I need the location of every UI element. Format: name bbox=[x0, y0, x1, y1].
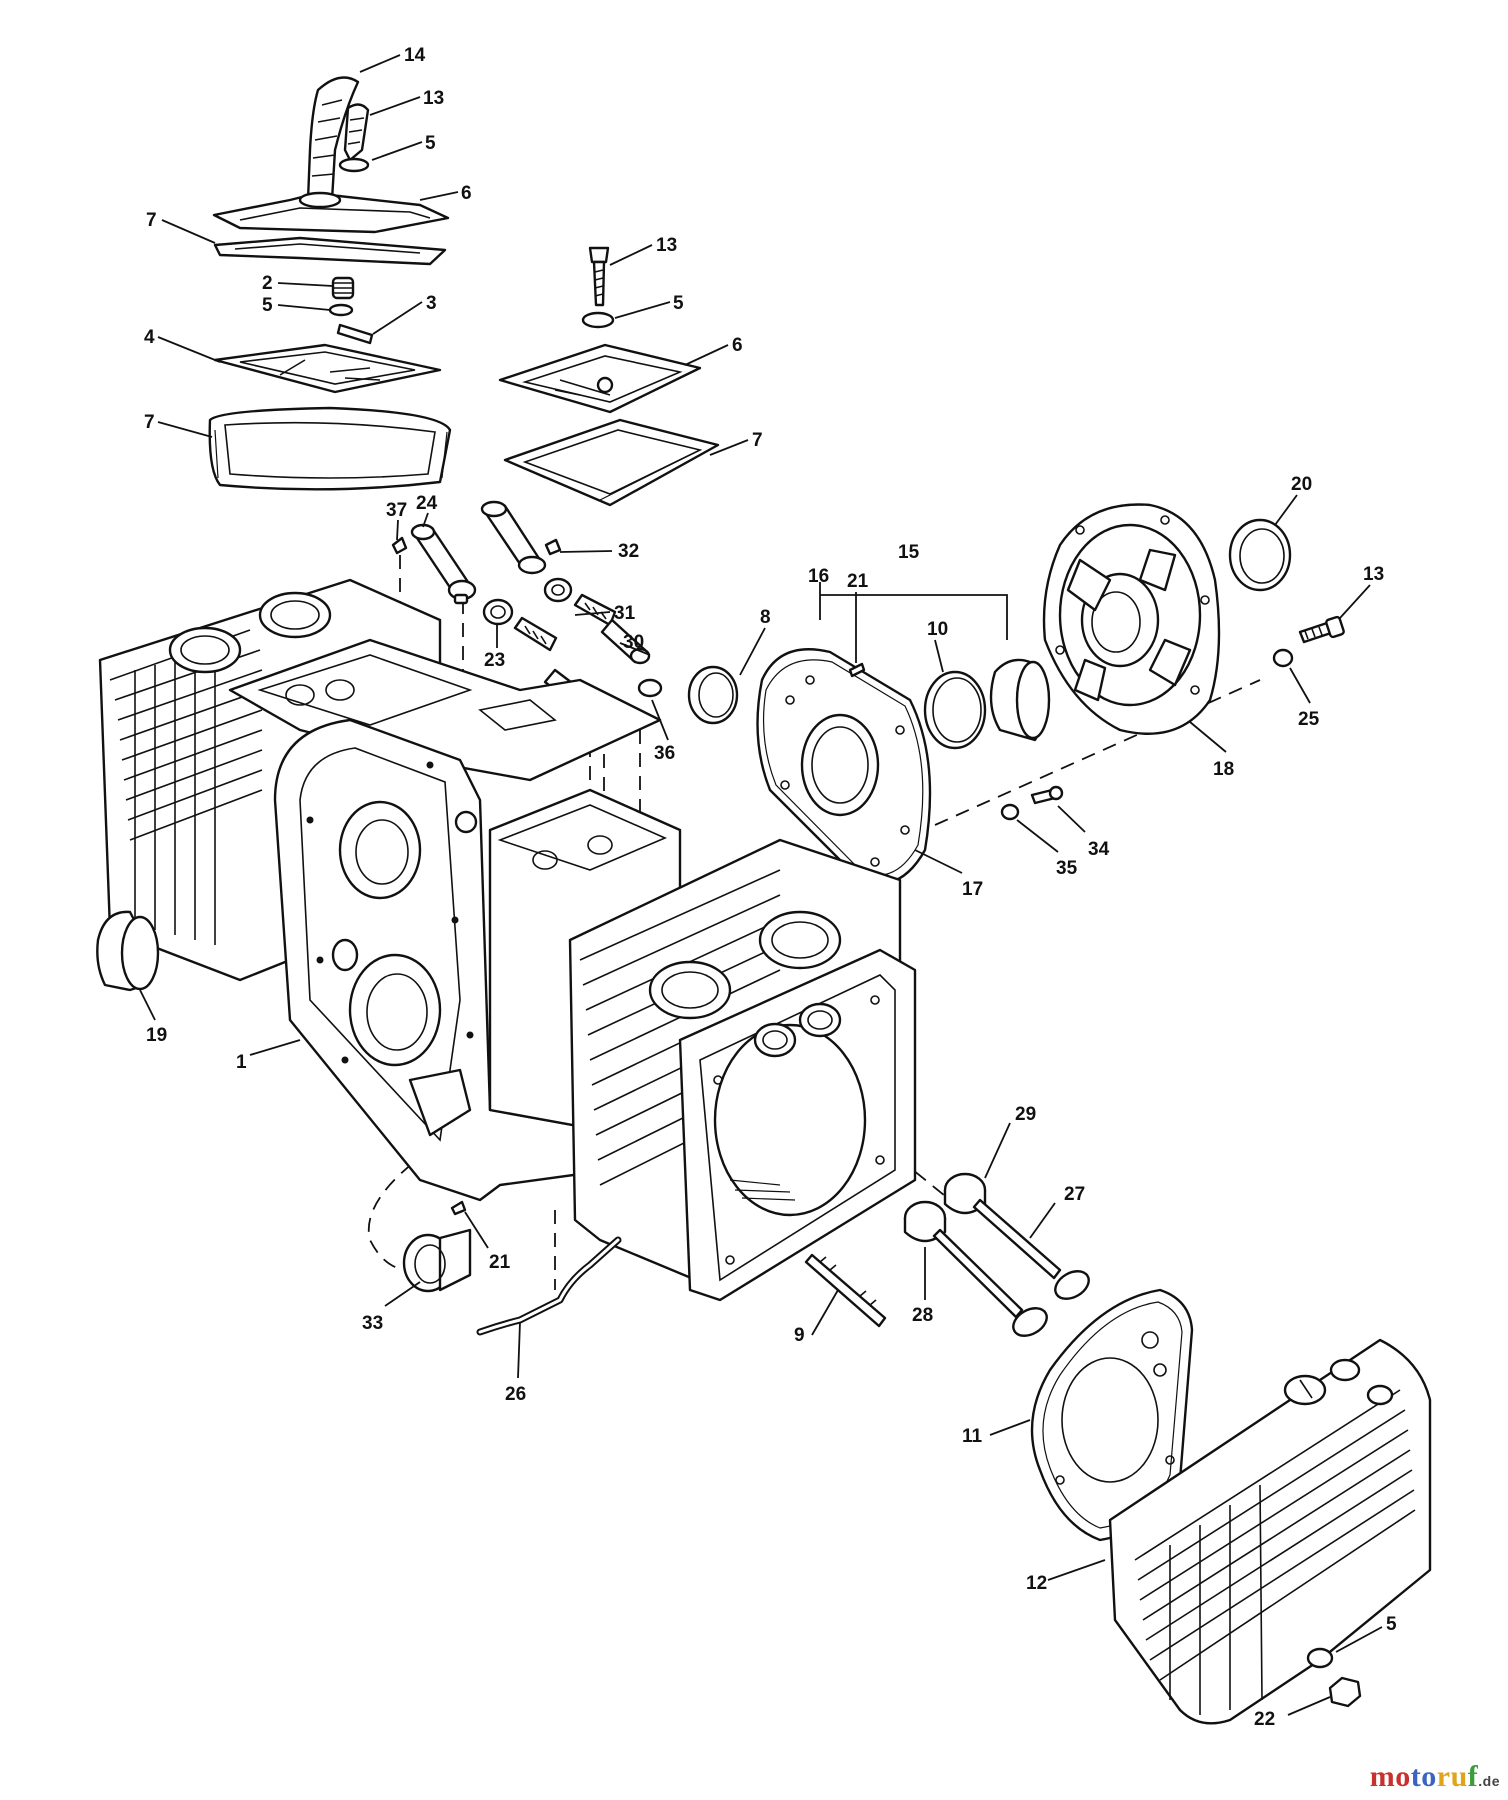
callout-6: 6 bbox=[461, 183, 472, 204]
breather-baffle-4 bbox=[213, 343, 442, 394]
nut-22 bbox=[1328, 1676, 1362, 1708]
callout-5: 5 bbox=[262, 295, 273, 316]
callout-13: 13 bbox=[656, 235, 677, 256]
callout-7: 7 bbox=[144, 412, 155, 433]
breather-valve-3 bbox=[336, 323, 374, 345]
callout-18: 18 bbox=[1213, 759, 1234, 780]
pin-21-bottom bbox=[450, 1200, 467, 1216]
callout-5: 5 bbox=[1386, 1614, 1397, 1635]
callout-25: 25 bbox=[1298, 709, 1320, 730]
callout-10: 10 bbox=[927, 619, 948, 640]
callout-36: 36 bbox=[654, 743, 675, 764]
callout-24: 24 bbox=[416, 493, 438, 514]
callout-22: 22 bbox=[1254, 1709, 1275, 1730]
valve-cover-6 bbox=[498, 343, 702, 414]
callout-3: 3 bbox=[426, 293, 437, 314]
callout-8: 8 bbox=[760, 607, 771, 628]
pin-21-top bbox=[848, 662, 866, 678]
breather-gasket bbox=[213, 236, 447, 266]
bolt-13-right bbox=[1298, 615, 1345, 644]
washer-5-bottom bbox=[1306, 1647, 1334, 1669]
leader-lines bbox=[139, 54, 1383, 1716]
callout-labels: 14 13 5 6 7 2 5 3 4 7 13 5 6 7 37 24 32 … bbox=[144, 45, 1397, 1730]
callout-26: 26 bbox=[505, 1384, 526, 1405]
callout-33: 33 bbox=[362, 1313, 383, 1334]
oil-tube-26 bbox=[476, 1236, 622, 1336]
valve-guide-31 bbox=[543, 577, 617, 627]
screw-34 bbox=[1030, 785, 1064, 805]
callout-5: 5 bbox=[673, 293, 684, 314]
callout-1: 1 bbox=[236, 1052, 247, 1073]
callout-21: 21 bbox=[489, 1252, 511, 1273]
baffle-gasket-7-left bbox=[208, 406, 452, 491]
bearing-plate-18 bbox=[1042, 503, 1221, 735]
callout-14: 14 bbox=[404, 45, 426, 66]
motoruf-watermark-logo: motoruf.de bbox=[1369, 1760, 1500, 1793]
callout-5: 5 bbox=[425, 133, 436, 154]
callout-6: 6 bbox=[732, 335, 743, 356]
callout-13: 13 bbox=[1363, 564, 1384, 585]
callout-9: 9 bbox=[794, 1325, 805, 1346]
valve-cover-gasket-7 bbox=[503, 418, 720, 507]
front-cylinder bbox=[568, 838, 917, 1302]
tappet-24 bbox=[410, 523, 477, 601]
head-gasket-11 bbox=[1030, 1288, 1194, 1542]
callout-30: 30 bbox=[623, 632, 644, 653]
breather-tube bbox=[306, 76, 370, 202]
cylinder-head-12 bbox=[1108, 1338, 1432, 1725]
callout-23: 23 bbox=[484, 650, 505, 671]
callout-34: 34 bbox=[1088, 839, 1110, 860]
callout-20: 20 bbox=[1291, 474, 1312, 495]
valve-intake-27 bbox=[972, 1198, 1090, 1300]
callout-21: 21 bbox=[847, 571, 869, 592]
tappet-24b bbox=[480, 500, 547, 575]
washer-5-mid bbox=[328, 303, 354, 317]
key-small bbox=[453, 593, 469, 605]
callout-15: 15 bbox=[898, 542, 920, 563]
washer-5-right bbox=[581, 311, 615, 329]
callout-28: 28 bbox=[912, 1305, 933, 1326]
callout-2: 2 bbox=[262, 273, 273, 294]
bearing-race-8 bbox=[687, 665, 739, 725]
bushing-33 bbox=[402, 1228, 472, 1293]
callout-17: 17 bbox=[962, 879, 983, 900]
ring-36 bbox=[637, 678, 663, 698]
valve-guide-23 bbox=[482, 598, 558, 652]
bearing-plate-gasket-17 bbox=[756, 648, 932, 885]
callout-29: 29 bbox=[1015, 1104, 1036, 1125]
stud-9 bbox=[804, 1253, 887, 1328]
valve-exhaust bbox=[932, 1228, 1048, 1337]
washer-35 bbox=[1000, 803, 1020, 821]
callout-16: 16 bbox=[808, 566, 829, 587]
key-37 bbox=[391, 536, 408, 555]
oil-seal-10 bbox=[923, 670, 987, 750]
spring-2 bbox=[331, 276, 355, 300]
callout-31: 31 bbox=[614, 603, 636, 624]
bolt-13-mid bbox=[588, 246, 610, 307]
bushing-19 bbox=[96, 910, 160, 992]
callout-19: 19 bbox=[146, 1025, 167, 1046]
callout-7: 7 bbox=[752, 430, 763, 451]
callout-12: 12 bbox=[1026, 1573, 1047, 1594]
oil-seal-20 bbox=[1228, 518, 1292, 592]
callout-11: 11 bbox=[962, 1426, 983, 1447]
breather-cover bbox=[212, 191, 450, 234]
callout-27: 27 bbox=[1064, 1184, 1085, 1205]
washer-5-top bbox=[338, 157, 370, 173]
callout-4: 4 bbox=[144, 327, 155, 348]
callout-32: 32 bbox=[618, 541, 639, 562]
bearing-15 bbox=[989, 658, 1051, 742]
callout-13: 13 bbox=[423, 88, 444, 109]
callout-35: 35 bbox=[1056, 858, 1078, 879]
key-32 bbox=[544, 538, 562, 556]
washer-25 bbox=[1272, 648, 1294, 668]
callout-7: 7 bbox=[146, 210, 157, 231]
callout-37: 37 bbox=[386, 500, 407, 521]
